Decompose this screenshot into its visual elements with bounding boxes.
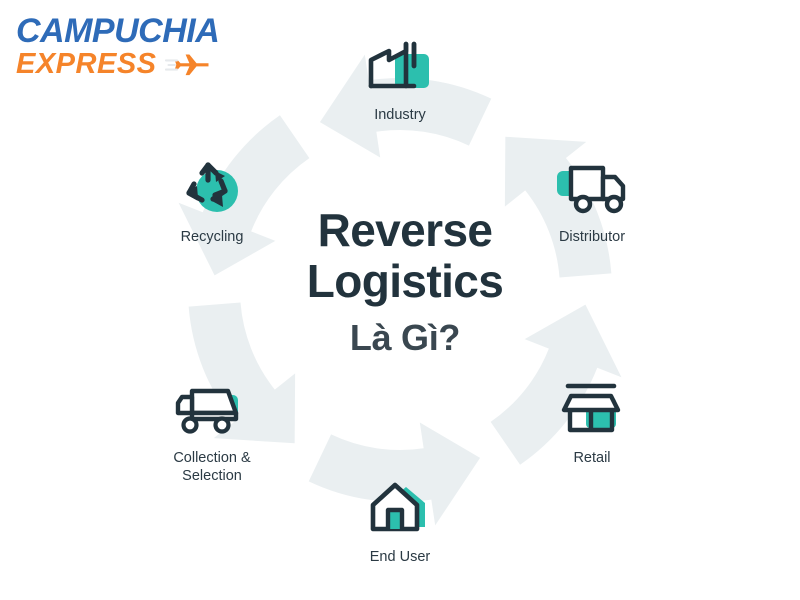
cycle-node-label: Collection & Selection [173, 450, 251, 484]
cycle-node-label: Retail [573, 450, 611, 466]
cycle-arrow-segment [308, 422, 481, 526]
cycle-node-label: Recycling [180, 229, 244, 245]
cycle-arrow-segment [504, 136, 612, 278]
cycle-arrow-segment [178, 115, 310, 276]
recycle-icon [137, 152, 287, 224]
cycle-node-label: End User [369, 549, 431, 565]
cycle-arrow-segment [188, 302, 296, 444]
brand-name-primary: CAMPUCHIA [16, 12, 220, 50]
cycle-node-retail[interactable]: Retail [517, 373, 667, 467]
collection-truck-icon [137, 373, 287, 445]
cycle-node-distributor[interactable]: Distributor [517, 152, 667, 246]
house-icon [325, 472, 475, 544]
airplane-icon [164, 54, 208, 75]
cycle-arrow-segment [490, 304, 622, 465]
cycle-node-recycling[interactable]: Recycling [137, 152, 287, 246]
cycle-node-enduser[interactable]: End User [325, 472, 475, 566]
cycle-arrow-segment [319, 54, 492, 158]
delivery-truck-icon [517, 152, 667, 224]
factory-icon [325, 30, 475, 102]
cycle-node-industry[interactable]: Industry [325, 30, 475, 124]
cycle-arrows [178, 54, 622, 526]
cycle-node-label: Industry [374, 107, 426, 123]
cycle-node-collection[interactable]: Collection & Selection [137, 373, 287, 485]
cycle-node-label: Distributor [558, 229, 626, 245]
storefront-icon [517, 373, 667, 445]
brand-name-secondary: EXPRESS [16, 48, 157, 80]
brand-logo[interactable]: CAMPUCHIA EXPRESS [16, 14, 226, 86]
